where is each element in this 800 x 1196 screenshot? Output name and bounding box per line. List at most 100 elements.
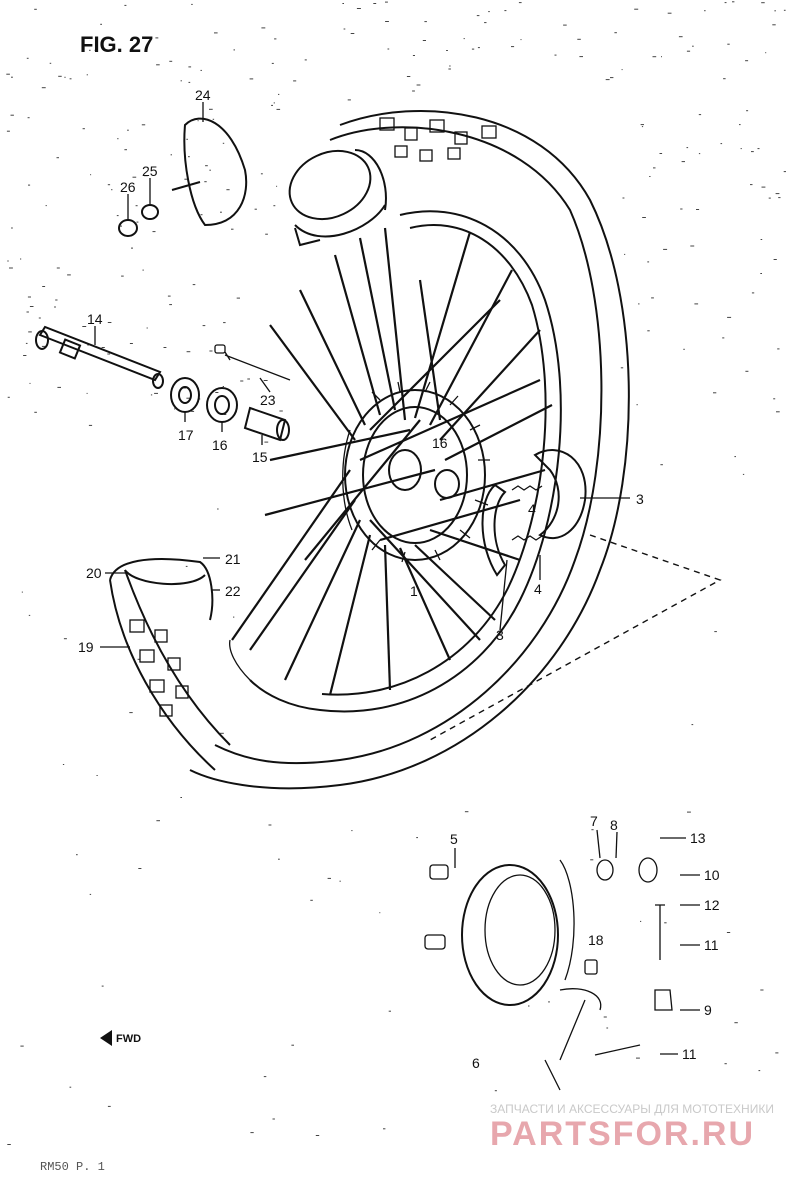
scan-speck [129, 343, 133, 344]
scan-speck [641, 126, 644, 128]
scan-speck [714, 631, 717, 633]
scan-speck [272, 1118, 275, 1120]
scan-speck [691, 724, 694, 726]
scan-speck [664, 922, 667, 924]
scan-speck [220, 211, 222, 213]
scan-speck [476, 15, 480, 17]
scan-speck [29, 306, 34, 307]
callout-6: 6 [472, 1055, 480, 1071]
scan-speck [274, 38, 277, 40]
callout-numbers: 24 25 26 14 17 16 15 23 16 3 4 4 1 3 21 … [78, 87, 720, 1071]
scan-speck [185, 565, 188, 567]
scan-speck [249, 78, 254, 80]
scan-speck [7, 396, 10, 398]
scan-speck [783, 171, 786, 173]
scan-speck [34, 8, 37, 10]
scan-speck [768, 197, 771, 199]
scan-speck [26, 311, 29, 313]
scan-speck [231, 228, 234, 230]
scan-speck [21, 591, 23, 593]
scan-speck [135, 205, 138, 207]
scan-speck [761, 186, 766, 188]
scan-speck [276, 185, 278, 187]
scan-speck [388, 1010, 391, 1012]
scan-speck [29, 382, 31, 384]
scan-speck [504, 10, 507, 12]
scan-speck [548, 1001, 550, 1003]
scan-speck [494, 1090, 497, 1092]
scan-speck [170, 154, 172, 156]
scan-speck [94, 49, 97, 51]
axle-spacers [170, 344, 291, 442]
watermark: ЗАПЧАСТИ И АКСЕССУАРЫ ДЛЯ МОТОТЕХНИКИ PA… [490, 1102, 774, 1153]
scan-speck [188, 66, 192, 68]
scan-speck [222, 142, 225, 144]
scan-speck [690, 245, 695, 247]
scan-speck [42, 286, 46, 287]
scan-speck [11, 227, 13, 229]
scan-speck [278, 93, 280, 95]
scan-speck [76, 854, 78, 856]
scan-speck [758, 1070, 761, 1072]
scan-speck [774, 10, 776, 12]
callout-4-lower: 4 [534, 581, 542, 597]
scan-speck [713, 392, 717, 394]
scan-speck [222, 386, 224, 387]
scan-speck [343, 28, 346, 30]
scan-speck [144, 175, 148, 177]
scan-speck [107, 1105, 111, 1107]
scan-speck [10, 114, 14, 116]
scan-speck [41, 345, 46, 347]
scan-speck [724, 1063, 727, 1065]
scan-speck [424, 21, 427, 23]
scan-speck [146, 327, 148, 329]
scan-speck [636, 404, 638, 406]
scan-speck [58, 75, 62, 77]
scan-speck [90, 174, 92, 176]
scan-speck [214, 32, 218, 34]
scan-speck [89, 893, 92, 895]
scan-speck [107, 184, 111, 186]
scan-speck [351, 830, 353, 832]
scan-speck [347, 99, 351, 101]
scan-speck [86, 392, 88, 394]
scan-speck [379, 912, 381, 914]
scan-speck [96, 775, 98, 776]
hub [342, 381, 490, 563]
scan-speck [236, 297, 240, 299]
scan-speck [11, 76, 13, 78]
scan-speck [192, 284, 196, 286]
scan-speck [117, 138, 119, 140]
scan-speck [406, 76, 411, 77]
scan-speck [659, 153, 663, 154]
leader-lines [94, 102, 700, 1055]
tire-tread [129, 117, 497, 717]
scan-speck [772, 24, 776, 26]
scan-speck [745, 60, 749, 62]
scan-speck [142, 269, 144, 271]
scan-speck [464, 811, 469, 813]
scan-speck [590, 859, 594, 861]
scan-speck [273, 102, 275, 104]
scan-speck [638, 303, 640, 305]
scan-speck [463, 38, 465, 40]
scan-speck [131, 247, 133, 249]
scan-speck [605, 79, 610, 81]
scan-speck [25, 342, 28, 344]
scan-speck [760, 239, 763, 240]
scan-speck [250, 1132, 254, 1134]
watermark-tagline: ЗАПЧАСТИ И АКСЕССУАРЫ ДЛЯ МОТОТЕХНИКИ [490, 1102, 774, 1116]
scan-speck [740, 148, 742, 150]
callout-10: 10 [704, 867, 720, 883]
forward-arrow-icon [100, 1030, 112, 1046]
scan-speck [265, 233, 268, 235]
scan-speck [137, 658, 141, 660]
scan-speck [273, 205, 276, 207]
scan-speck [186, 138, 188, 140]
scan-speck [111, 189, 113, 191]
scan-speck [385, 1, 388, 3]
scan-speck [100, 23, 102, 25]
callout-8: 8 [610, 817, 618, 833]
scan-speck [686, 147, 689, 149]
